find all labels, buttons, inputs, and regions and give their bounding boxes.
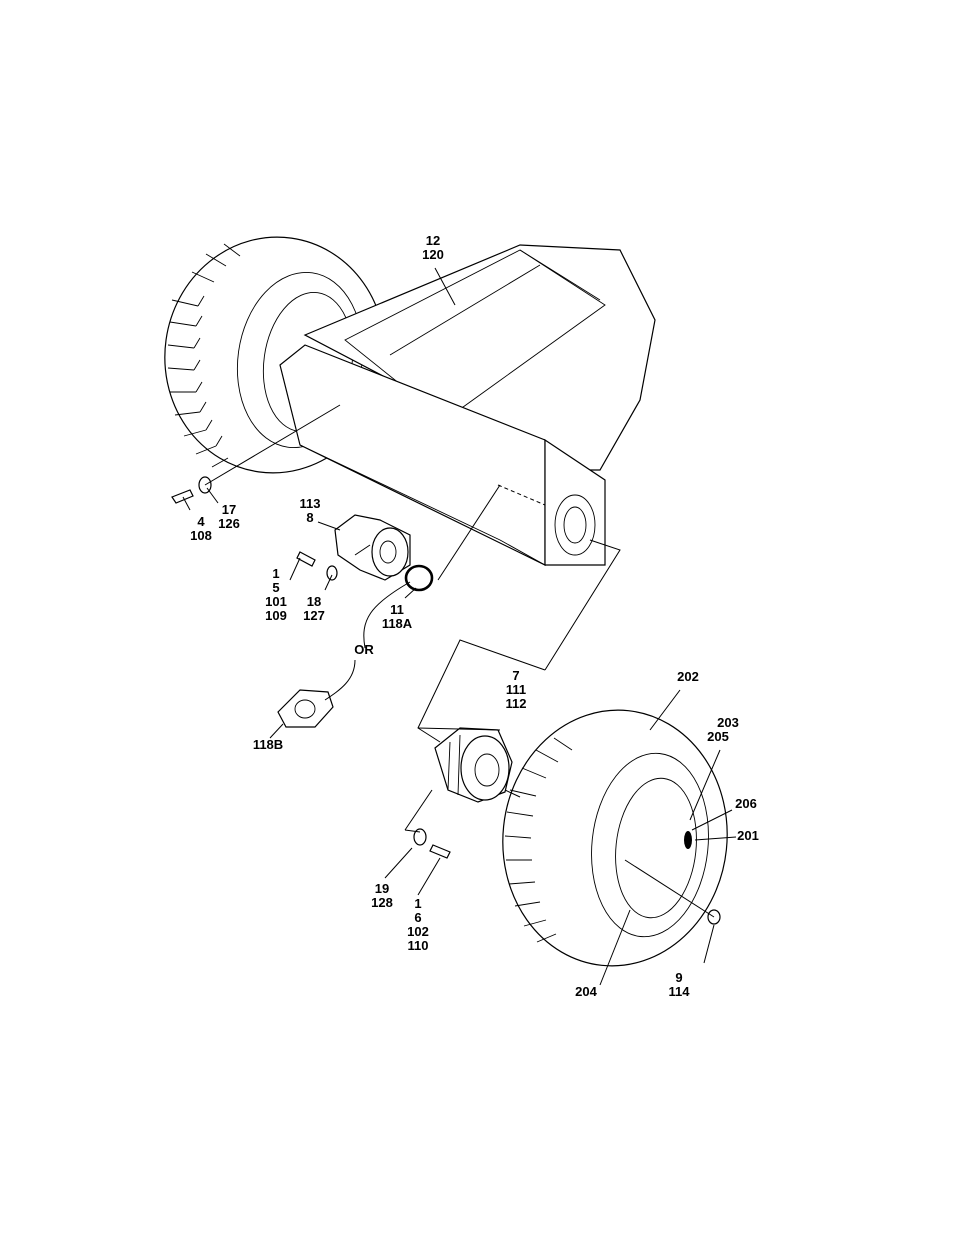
callout-18: 18 bbox=[307, 594, 321, 609]
callout-114: 114 bbox=[669, 984, 691, 999]
callout-101: 101 bbox=[265, 594, 287, 609]
callout-11: 11 bbox=[390, 602, 404, 617]
callout-202: 202 bbox=[677, 669, 699, 684]
callout-109: 109 bbox=[265, 608, 287, 623]
wheel-hub-drawing bbox=[435, 728, 512, 802]
hydraulic-motor-drawing bbox=[335, 515, 410, 580]
callout-8: 8 bbox=[306, 510, 313, 525]
callout-206: 206 bbox=[735, 796, 757, 811]
callout-112: 112 bbox=[506, 696, 527, 711]
callout-1-lower: 1 bbox=[414, 896, 421, 911]
front-tire-drawing bbox=[490, 699, 740, 977]
gasket-drawing bbox=[278, 690, 333, 727]
callout-110: 110 bbox=[408, 938, 429, 953]
callout-111: 111 bbox=[506, 682, 526, 697]
callout-19: 19 bbox=[375, 881, 389, 896]
callout-17: 17 bbox=[222, 502, 236, 517]
callout-9: 9 bbox=[675, 970, 682, 985]
callout-118a: 118A bbox=[382, 616, 413, 631]
callout-126: 126 bbox=[218, 516, 240, 531]
valve-stem-drawing bbox=[684, 831, 692, 849]
callout-or: OR bbox=[354, 642, 374, 657]
callout-118b: 118B bbox=[253, 737, 283, 752]
callout-201: 201 bbox=[737, 828, 759, 843]
o-ring-drawing bbox=[406, 566, 432, 590]
callout-128: 128 bbox=[371, 895, 393, 910]
callout-108: 108 bbox=[190, 528, 212, 543]
lower-fasteners-drawing bbox=[414, 829, 450, 858]
callout-12: 12 bbox=[426, 233, 440, 248]
callout-203: 203 bbox=[717, 715, 739, 730]
callout-120: 120 bbox=[422, 247, 444, 262]
callout-1-upper: 1 bbox=[272, 566, 279, 581]
callout-113: 113 bbox=[300, 496, 321, 511]
callout-6: 6 bbox=[414, 910, 421, 925]
callout-102: 102 bbox=[407, 924, 429, 939]
callout-205: 205 bbox=[707, 729, 729, 744]
callout-204: 204 bbox=[575, 984, 597, 999]
callout-4: 4 bbox=[197, 514, 205, 529]
callout-127: 127 bbox=[303, 608, 325, 623]
callout-5: 5 bbox=[272, 580, 279, 595]
callout-7: 7 bbox=[512, 668, 519, 683]
